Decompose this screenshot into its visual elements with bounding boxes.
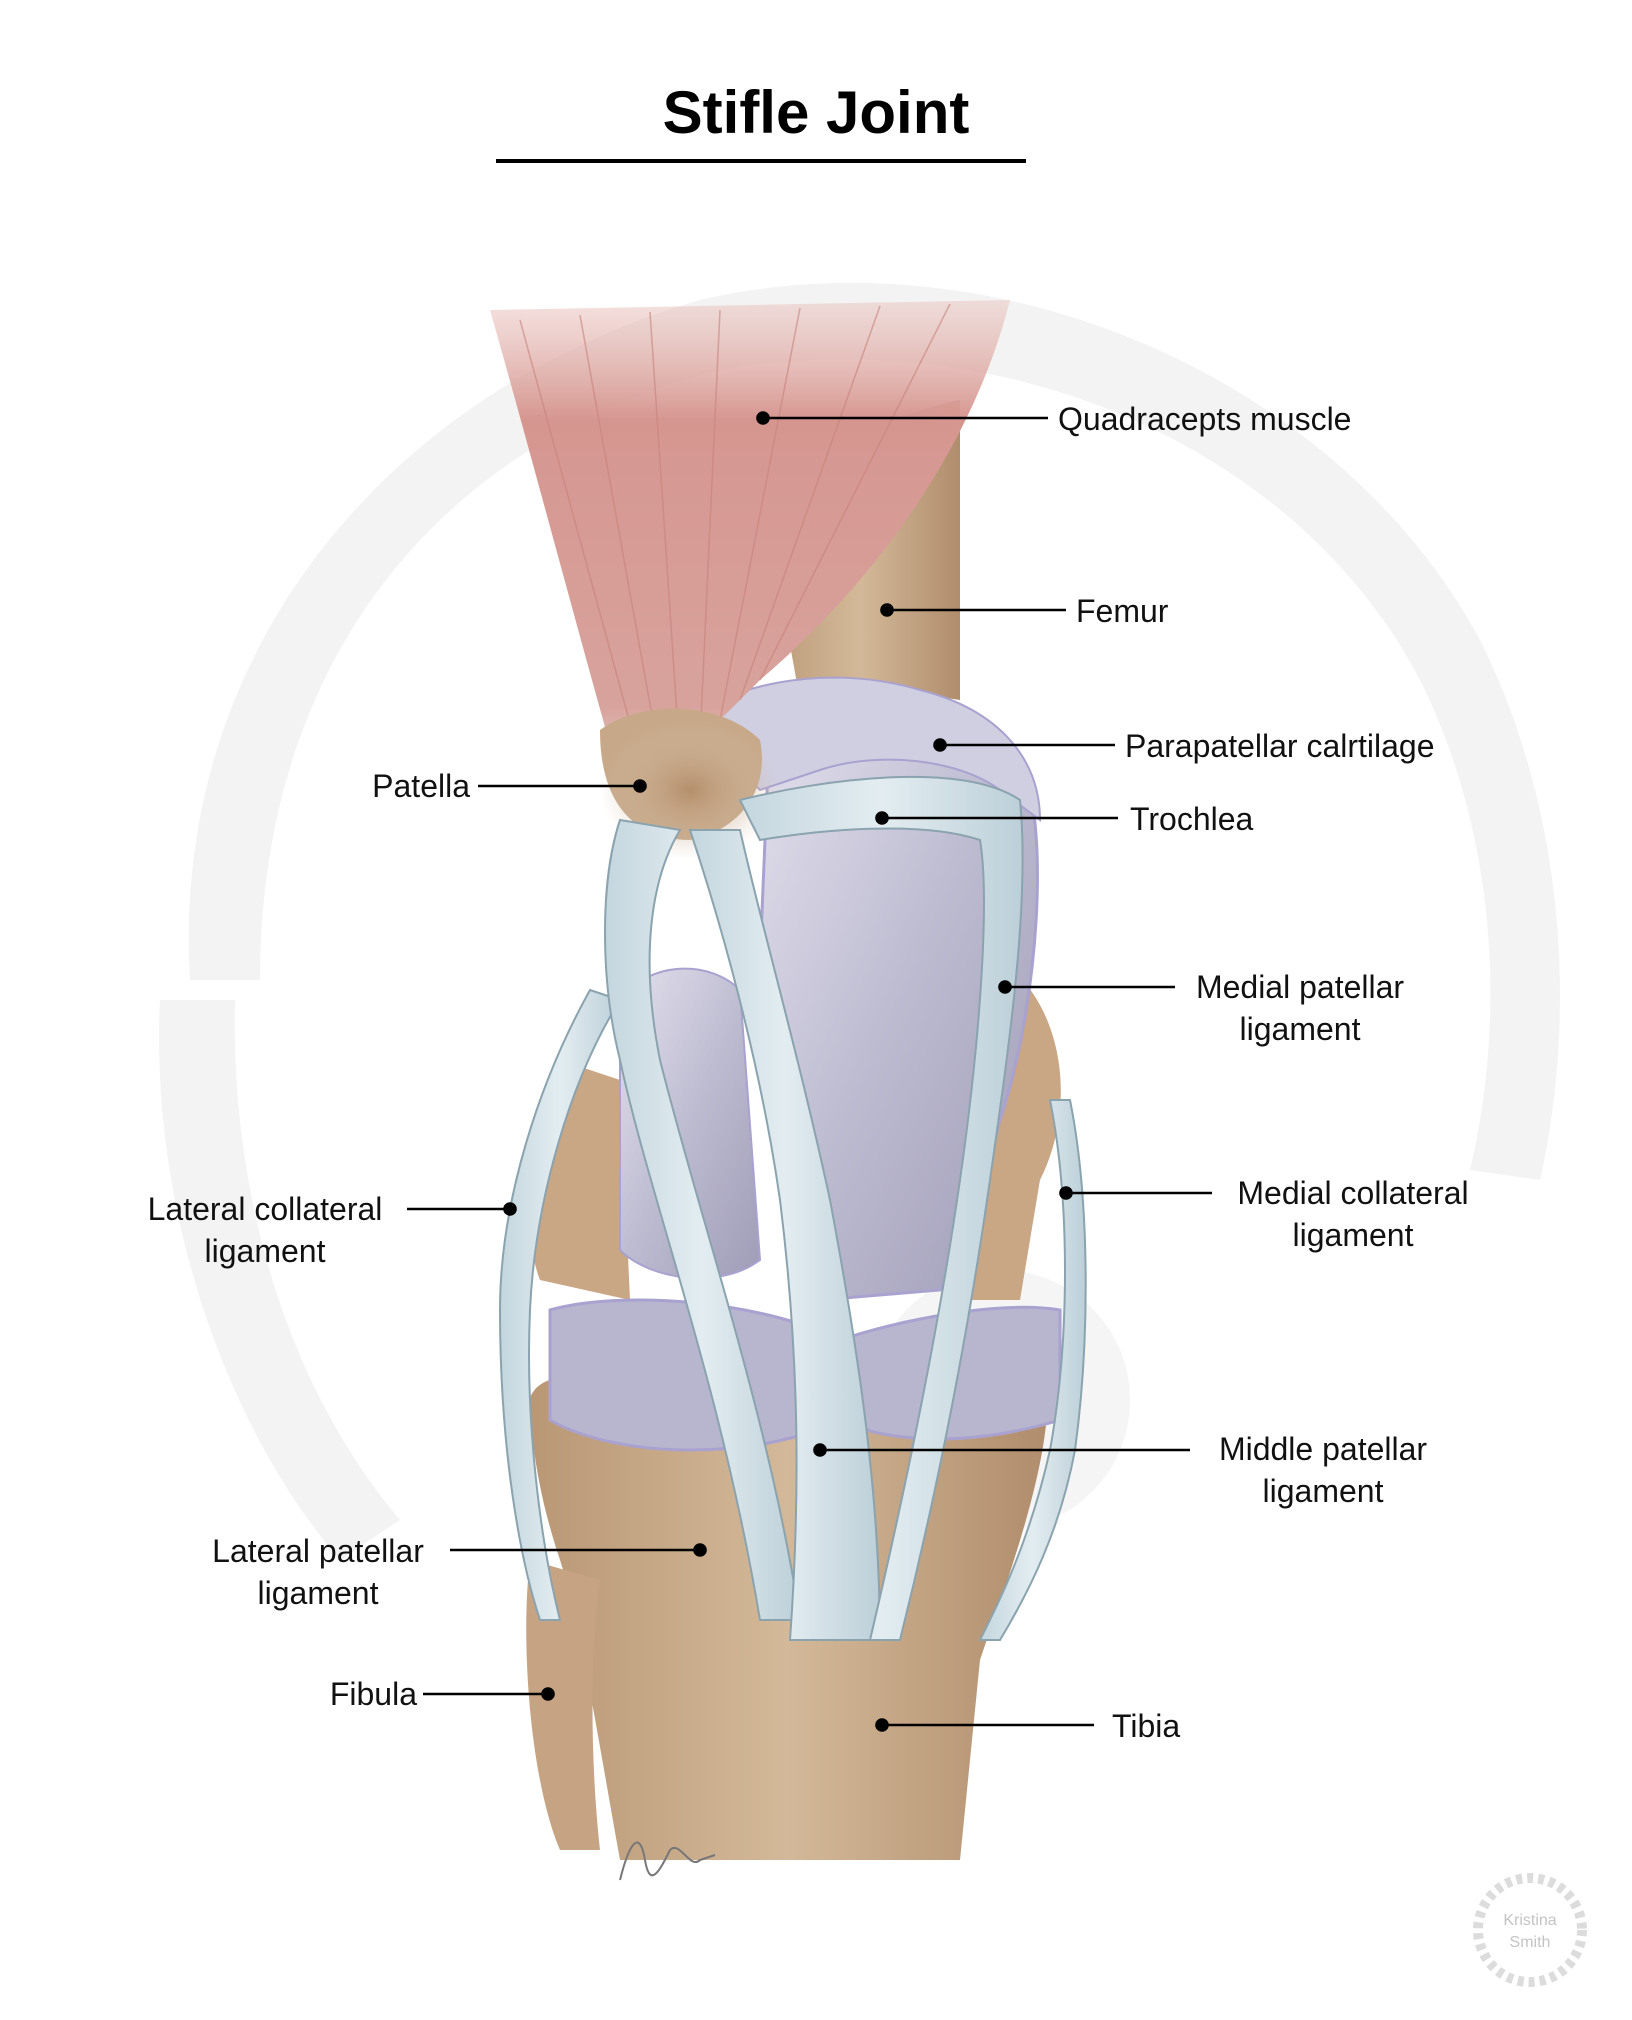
label-lateral-patellar-ligament: Lateral patellar ligament bbox=[190, 1530, 446, 1614]
artist-signature bbox=[619, 1841, 716, 1881]
label-medial-patellar-line2: ligament bbox=[1239, 1011, 1361, 1047]
label-lateral-patellar-line2: ligament bbox=[257, 1575, 379, 1611]
label-quadriceps: Quadracepts muscle bbox=[1058, 401, 1352, 437]
label-lateral-patellar-line1: Lateral patellar bbox=[212, 1533, 424, 1569]
label-medial-collateral-line2: ligament bbox=[1292, 1217, 1414, 1253]
page-title: Stifle Joint bbox=[662, 79, 970, 146]
title-underline bbox=[496, 159, 1026, 163]
label-tibia: Tibia bbox=[1112, 1708, 1181, 1744]
label-trochlea: Trochlea bbox=[1130, 801, 1254, 837]
watermark-seal: Kristina Smith bbox=[1473, 1873, 1587, 1987]
label-parapatellar-cartilage: Parapatellar calrtilage bbox=[1125, 728, 1435, 764]
label-medial-patellar-line1: Medial patellar bbox=[1195, 969, 1405, 1005]
label-medial-collateral-ligament: Medial collateral ligament bbox=[1218, 1172, 1488, 1256]
medial-patellar-ligament-shape bbox=[738, 775, 1024, 1641]
label-middle-patellar-line2: ligament bbox=[1262, 1473, 1384, 1509]
label-femur: Femur bbox=[1076, 593, 1169, 629]
label-fibula: Fibula bbox=[329, 1676, 417, 1712]
medial-collateral-ligament-shape bbox=[978, 1099, 1087, 1641]
fibula-bone bbox=[526, 1560, 600, 1850]
label-lateral-collateral-line2: ligament bbox=[204, 1233, 326, 1269]
watermark-line1: Kristina bbox=[1503, 1912, 1556, 1929]
label-patella: Patella bbox=[372, 768, 470, 804]
label-medial-collateral-line1: Medial collateral bbox=[1237, 1175, 1469, 1211]
label-lateral-collateral-line1: Lateral collateral bbox=[147, 1191, 383, 1227]
label-middle-patellar-ligament: Middle patellar ligament bbox=[1198, 1428, 1448, 1512]
label-medial-patellar-ligament: Medial patellar ligament bbox=[1180, 966, 1420, 1050]
quadriceps-muscle bbox=[490, 300, 1010, 780]
label-middle-patellar-line1: Middle patellar bbox=[1218, 1431, 1428, 1467]
leader-lines bbox=[407, 411, 1212, 1732]
watermark-line2: Smith bbox=[1510, 1934, 1551, 1951]
muscle-fibers bbox=[519, 303, 951, 761]
label-lateral-collateral-ligament: Lateral collateral ligament bbox=[125, 1188, 405, 1272]
